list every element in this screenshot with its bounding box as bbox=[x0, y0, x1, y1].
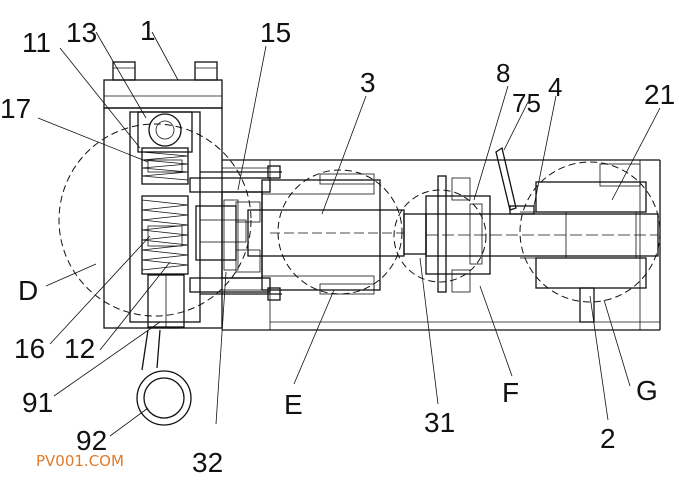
lower-spring bbox=[141, 195, 189, 275]
detail-circle-g bbox=[519, 161, 661, 303]
sleeve-and-shaft bbox=[247, 173, 405, 295]
label-11: 11 bbox=[22, 27, 51, 58]
label-13: 13 bbox=[66, 17, 97, 48]
label-17: 17 bbox=[0, 93, 31, 124]
label-21: 21 bbox=[644, 79, 675, 110]
label-92: 92 bbox=[76, 425, 107, 456]
label-d: D bbox=[18, 275, 38, 306]
handle bbox=[136, 274, 192, 426]
label-e: E bbox=[284, 389, 303, 420]
detail-circles bbox=[58, 123, 661, 317]
label-12: 12 bbox=[64, 333, 95, 364]
watermark: PV001.COM bbox=[36, 452, 124, 470]
label-4: 4 bbox=[548, 72, 562, 102]
main-housing bbox=[221, 159, 661, 331]
label-8: 8 bbox=[496, 58, 510, 88]
label-91: 91 bbox=[22, 387, 53, 418]
label-75: 75 bbox=[512, 88, 541, 118]
detail-circle-e bbox=[277, 169, 403, 295]
nut-flange bbox=[403, 175, 491, 293]
lever bbox=[495, 146, 535, 215]
detail-circle-d bbox=[58, 123, 252, 317]
piston-assembly bbox=[189, 177, 271, 293]
label-15: 15 bbox=[260, 17, 291, 48]
label-g: G bbox=[636, 375, 658, 406]
label-31: 31 bbox=[424, 407, 455, 438]
label-16: 16 bbox=[14, 333, 45, 364]
bearing-block bbox=[520, 163, 647, 323]
label-1: 1 bbox=[140, 15, 156, 46]
detail-circle-f bbox=[393, 189, 487, 283]
top-cover bbox=[103, 61, 223, 109]
label-3: 3 bbox=[360, 67, 376, 98]
lead-screw bbox=[425, 213, 659, 257]
upper-spring bbox=[141, 147, 189, 185]
label-f: F bbox=[502, 377, 519, 408]
bolts bbox=[200, 165, 282, 301]
leader-lines bbox=[37, 31, 661, 437]
label-32: 32 bbox=[192, 447, 223, 478]
label-2: 2 bbox=[600, 423, 616, 454]
part-labels: 1 13 11 15 3 8 75 4 21 17 D 16 12 91 92 … bbox=[0, 15, 675, 478]
